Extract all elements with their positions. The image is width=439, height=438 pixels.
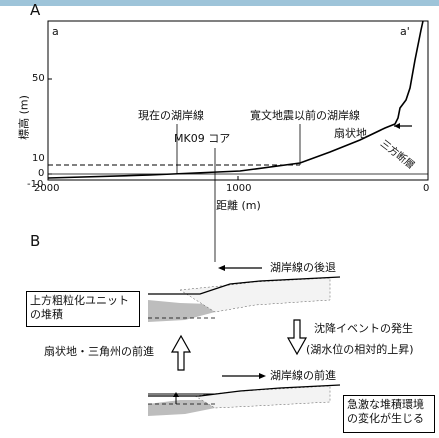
y-tick-label-10: 10 bbox=[32, 153, 45, 164]
upper-shore-profile bbox=[148, 276, 341, 295]
panel-a-letter: A bbox=[30, 1, 41, 19]
rapid-line2: の変化が生じる bbox=[347, 411, 424, 425]
retreat-label: 湖岸線の後退 bbox=[270, 261, 336, 274]
rapid-line1: 急激な堆積環境 bbox=[347, 398, 424, 411]
y-axis-label: 標高 (m) bbox=[17, 95, 31, 140]
x-axis-label: 距離 (m) bbox=[216, 199, 261, 212]
x-tick-label-0: 0 bbox=[423, 183, 430, 194]
y-tick-label-0: 0 bbox=[38, 168, 45, 179]
top-accent-bar bbox=[0, 0, 439, 6]
advance-arrow-head bbox=[259, 373, 266, 379]
upper-dotted-unit bbox=[179, 277, 331, 313]
x-tick-label-1000: 1000 bbox=[226, 183, 252, 194]
profile-start-label: a bbox=[52, 25, 59, 38]
upper-unit-line1: 上方粗粒化ユニット bbox=[30, 294, 129, 307]
fault-arrow-head bbox=[394, 123, 400, 129]
rapid-change-box: 急激な堆積環境 の変化が生じる bbox=[343, 395, 435, 433]
pre-kanbun-shoreline-label: 寛文地震以前の湖岸線 bbox=[250, 109, 360, 122]
y-tick-label-50: 50 bbox=[32, 73, 45, 84]
lower-shore-profile bbox=[148, 384, 341, 397]
current-shoreline-label: 現在の湖岸線 bbox=[138, 109, 204, 122]
small-rise-arrow-head bbox=[173, 392, 179, 397]
profile-end-label: a' bbox=[400, 25, 410, 38]
terrain-profile bbox=[47, 20, 424, 179]
panel-b-letter: B bbox=[30, 232, 41, 250]
upper-unit-line2: の堆積 bbox=[30, 307, 63, 321]
y-tick-label-neg10: -10 bbox=[27, 179, 44, 190]
fan-advance-arrow bbox=[170, 334, 192, 371]
x-tick-label-2000: 2000 bbox=[34, 183, 60, 194]
core-label: MK09 コア bbox=[174, 132, 231, 145]
fan-label: 扇状地 bbox=[334, 127, 367, 140]
upper-unit-box: 上方粗粒化ユニット の堆積 bbox=[26, 291, 140, 327]
retreat-arrow-head bbox=[218, 265, 225, 271]
advance-shore-label: 湖岸線の前進 bbox=[270, 369, 336, 382]
fan-advance-label: 扇状地・三角州の前進 bbox=[44, 345, 154, 358]
subsidence-line2: (湖水位の相対的上昇) bbox=[306, 343, 414, 356]
subsidence-line1: 沈降イベントの発生 bbox=[314, 322, 413, 335]
subsidence-arrow bbox=[286, 319, 308, 356]
